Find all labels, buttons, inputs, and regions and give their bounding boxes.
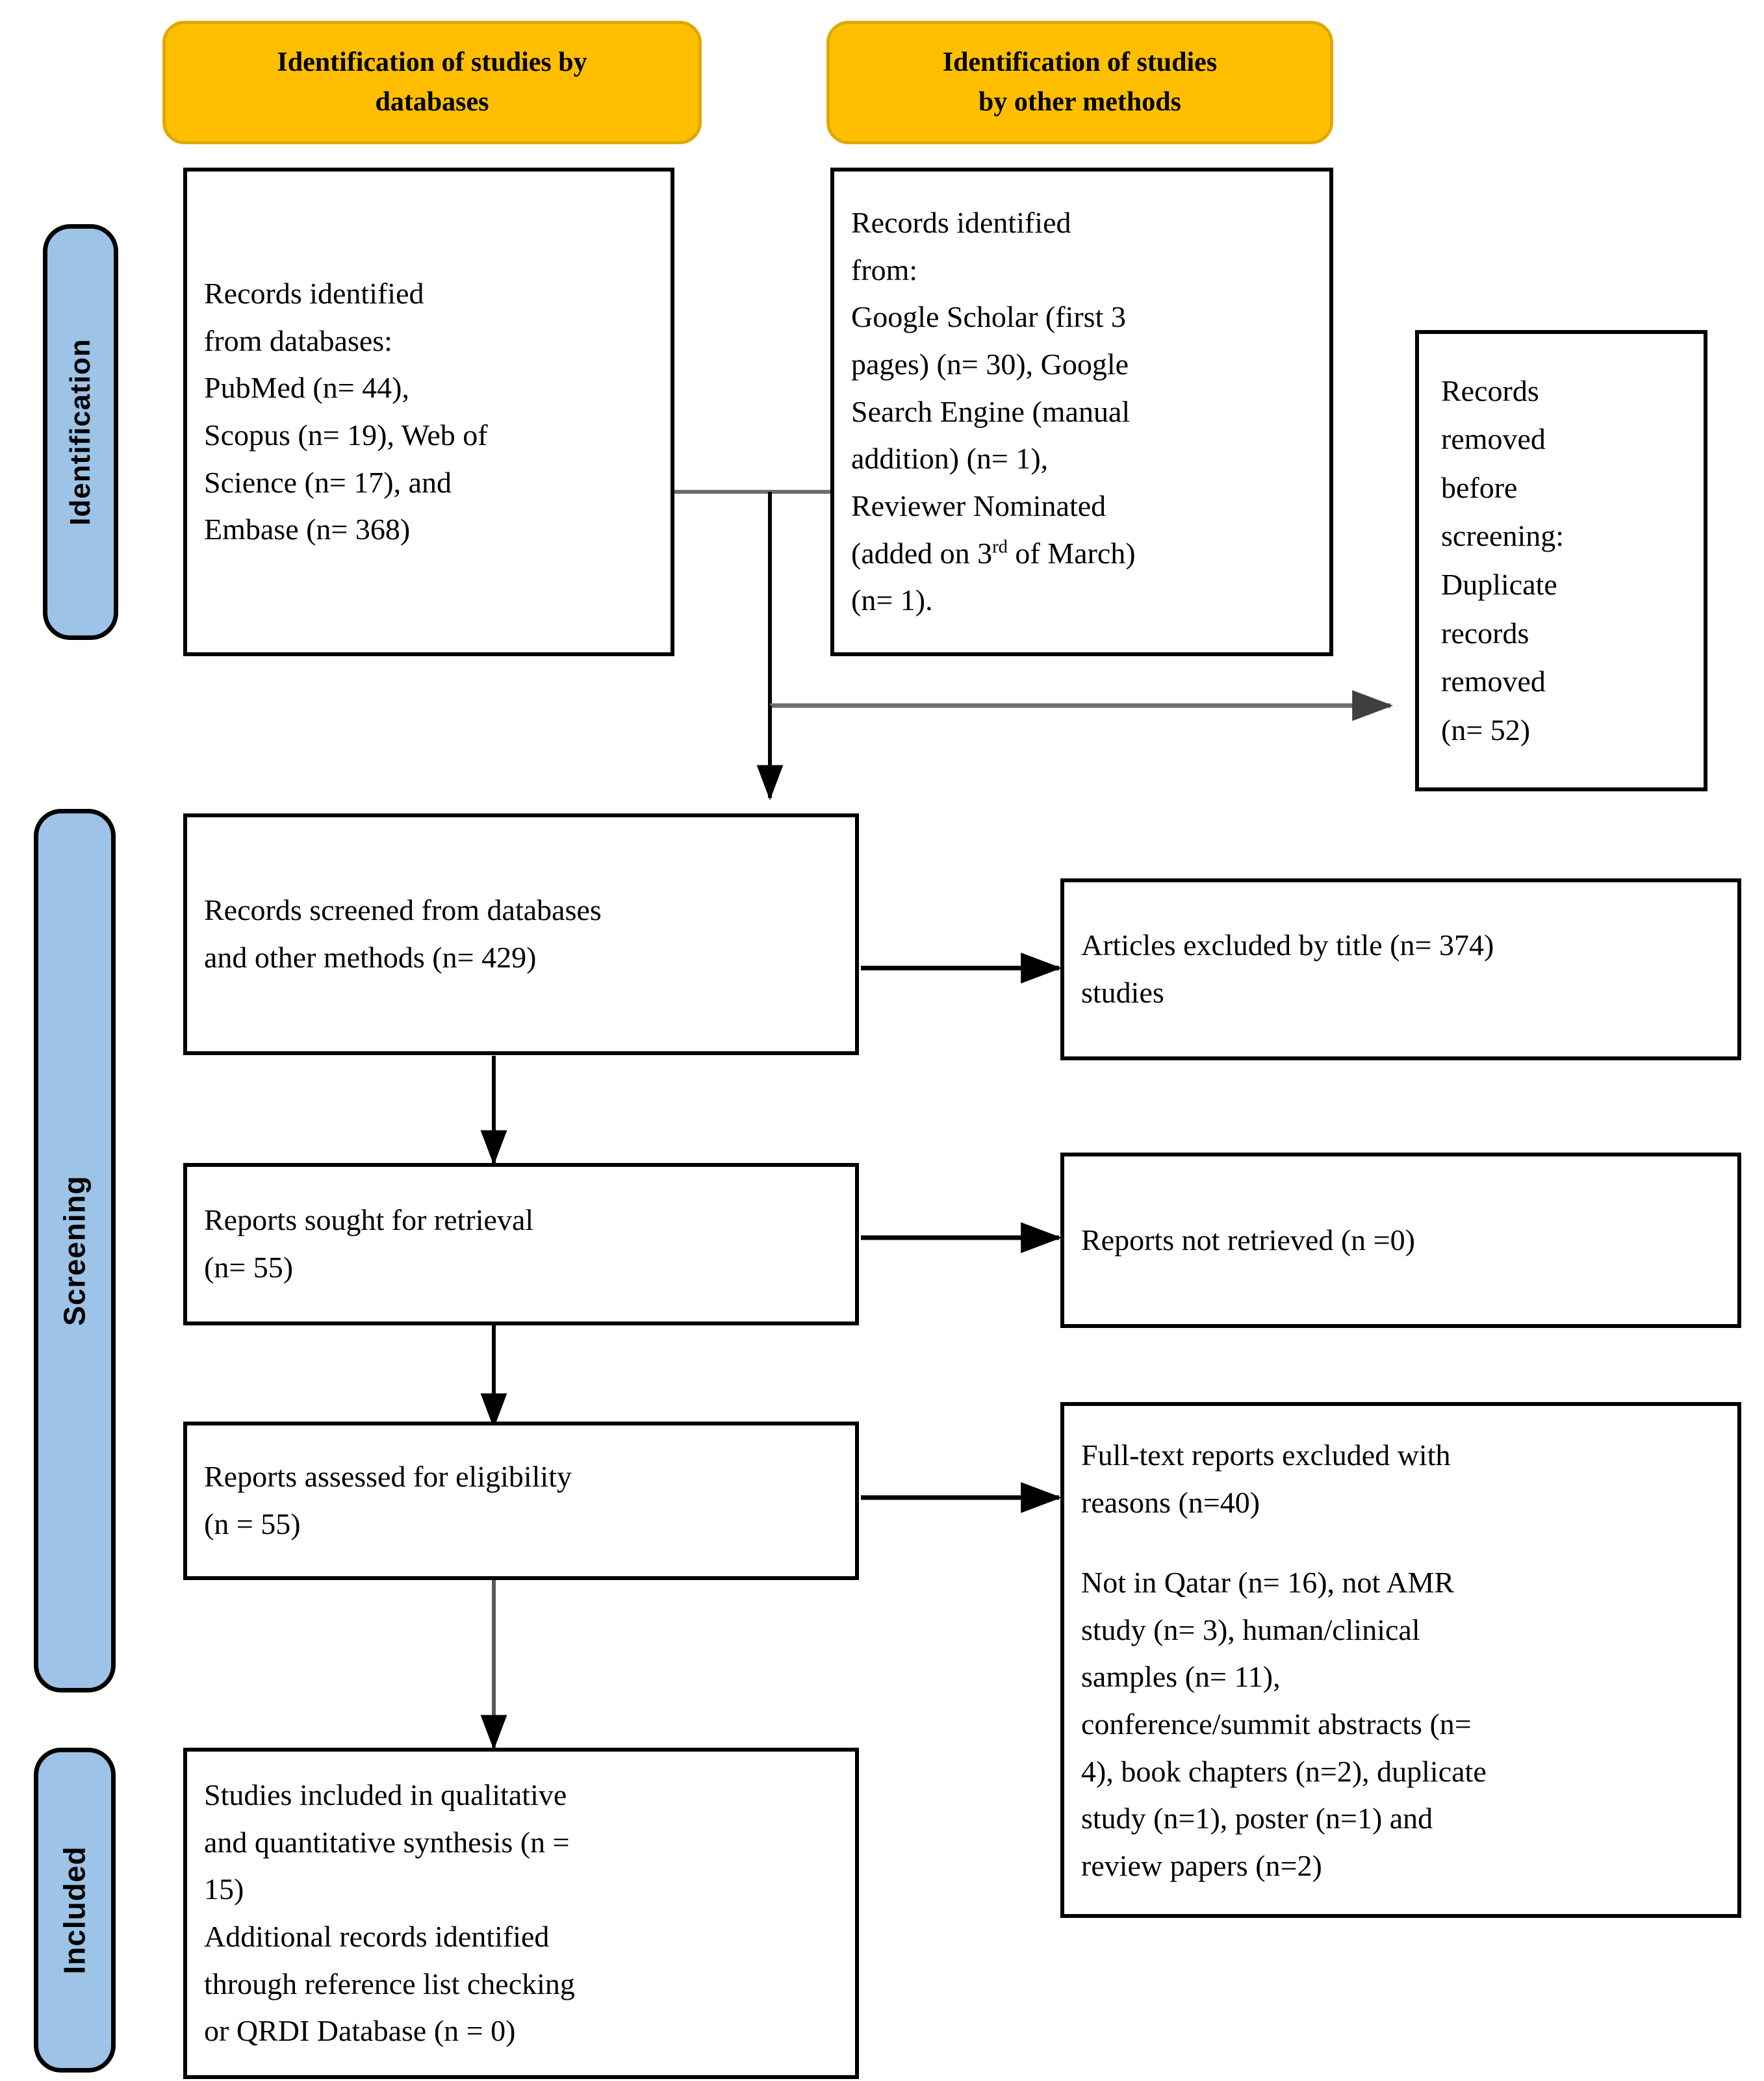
phase-band-identification: Identification (43, 224, 118, 640)
box-reports-sought-for-retrieval: Reports sought for retrieval (n= 55) (183, 1163, 859, 1325)
reports-not-retrieved-text: Reports not retrieved (n =0) (1081, 1223, 1415, 1257)
box-articles-excluded-by-title: Articles excluded by title (n= 374) stud… (1060, 878, 1741, 1060)
header-identification-databases: Identification of studies by databases (162, 21, 702, 144)
box-records-removed-before-screening: Records removed before screening: Duplic… (1415, 330, 1707, 791)
phase-label-screening: Screening (58, 1175, 92, 1326)
fulltext-excluded-reasons-text: Not in Qatar (n= 16), not AMR study (n= … (1081, 1565, 1487, 1882)
ordinal-superscript: rd (992, 537, 1008, 557)
box-records-identified-other-methods: Records identified from: Google Scholar … (830, 168, 1333, 656)
records-other-before: Records identified from: Google Scholar … (851, 205, 1131, 570)
records-screened-text: Records screened from databases and othe… (204, 893, 602, 974)
box-records-identified-databases: Records identified from databases: PubMe… (183, 168, 674, 656)
records-other-after: of March) (n= 1). (851, 536, 1136, 617)
fulltext-excluded-primary-text: Full-text reports excluded with reasons … (1081, 1438, 1451, 1519)
records-identified-databases-text: Records identified from databases: PubMe… (204, 276, 488, 546)
phase-label-included: Included (58, 1846, 92, 1974)
box-records-screened: Records screened from databases and othe… (183, 813, 859, 1055)
records-identified-other-methods-text: Records identified from: Google Scholar … (851, 199, 1312, 624)
header-identification-other-methods: Identification of studies by other metho… (826, 21, 1333, 144)
phase-band-included: Included (34, 1748, 116, 2073)
studies-included-text: Studies included in qualitative and quan… (204, 1778, 575, 2048)
header-databases-label: Identification of studies by databases (277, 47, 587, 117)
header-other-methods-label: Identification of studies by other metho… (942, 47, 1218, 117)
box-reports-not-retrieved: Reports not retrieved (n =0) (1060, 1153, 1741, 1328)
reports-sought-text: Reports sought for retrieval (n= 55) (204, 1203, 534, 1284)
phase-label-identification: Identification (64, 338, 96, 526)
box-fulltext-reports-excluded: Full-text reports excluded with reasons … (1060, 1402, 1741, 1918)
articles-excluded-by-title-text: Articles excluded by title (n= 374) stud… (1081, 928, 1494, 1009)
reports-assessed-text: Reports assessed for eligibility (n = 55… (204, 1460, 572, 1540)
box-reports-assessed-for-eligibility: Reports assessed for eligibility (n = 55… (183, 1422, 859, 1580)
phase-band-screening: Screening (34, 809, 116, 1692)
box-studies-included: Studies included in qualitative and quan… (183, 1748, 859, 2079)
records-removed-text: Records removed before screening: Duplic… (1441, 374, 1565, 747)
